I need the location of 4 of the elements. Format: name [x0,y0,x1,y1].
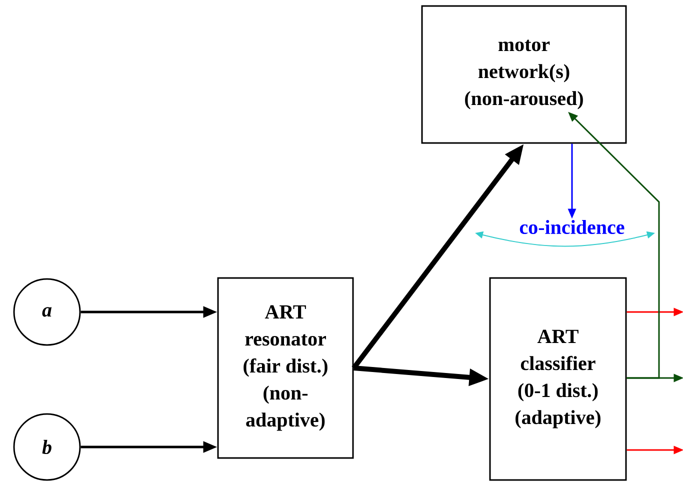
process-box: ART classifier (0-1 dist.) (adaptive) [489,277,627,481]
process-box: motor network(s) (non-aroused) [421,5,627,144]
edge-label: co-incidence [520,220,624,234]
process-box: ART resonator (fair dist.) (non-adaptive) [217,277,354,459]
